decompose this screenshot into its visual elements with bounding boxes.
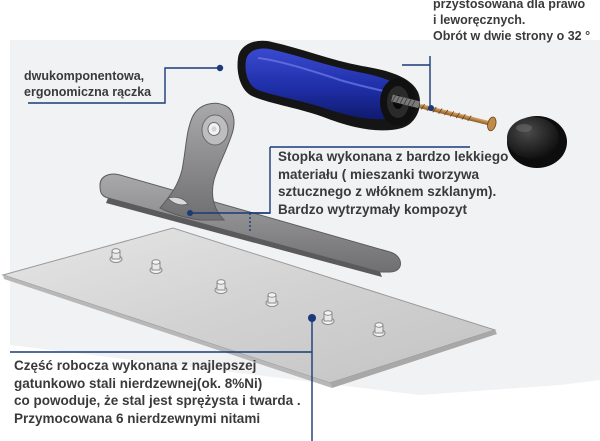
steel-blade-icon (1, 227, 497, 388)
callout-dot-rotation (428, 105, 434, 111)
callout-dot-handle (216, 64, 224, 72)
trowel-base-icon (99, 102, 401, 277)
blade-line-3: co powoduje, że stal jest sprężysta i tw… (14, 393, 301, 408)
rotation-callout: przystosowana dla prawo i leworęcznych. … (433, 0, 590, 44)
callout-line-handle (28, 67, 218, 104)
blade-line-2: gatunkowo stali nierdzewnej(ok. 8%Ni) (14, 375, 263, 391)
rotation-line-3: Obrót w dwie strony o 32 ° (433, 29, 591, 43)
base-line-1: Stopka wykonana z bardzo lekkiego (278, 149, 509, 164)
base-line-3: sztucznego z włóknem szklanym). (278, 184, 497, 199)
end-cap-icon (507, 116, 567, 168)
base-line-4: Bardzo wytrzymały kompozyt (278, 201, 468, 217)
base-callout: Stopka wykonana z bardzo lekkiego materi… (278, 148, 508, 218)
callout-lines (10, 56, 470, 441)
rotation-line-1: przystosowana dla prawo (433, 0, 586, 11)
rivet-icon (109, 248, 386, 337)
handle-line-1: dwukomponentowa, (24, 69, 145, 83)
blade-callout: Część robocza wykonana z najlepszej gatu… (14, 357, 301, 427)
base-line-2: materiału ( mieszanki tworzywa (278, 166, 480, 182)
callout-dot-base (187, 210, 193, 216)
blade-line-1: Część robocza wykonana z najlepszej (14, 358, 257, 373)
rotation-line-2: i leworęcznych. (433, 13, 526, 27)
handle-line-2: ergonomiczna rączka (24, 85, 152, 99)
blade-line-4: Przymocowana 6 nierdzewnymi nitami (14, 410, 261, 426)
callout-dot-blade (308, 314, 316, 322)
handle-callout: dwukomponentowa, ergonomiczna rączka (24, 68, 151, 100)
callout-dots (187, 64, 434, 322)
